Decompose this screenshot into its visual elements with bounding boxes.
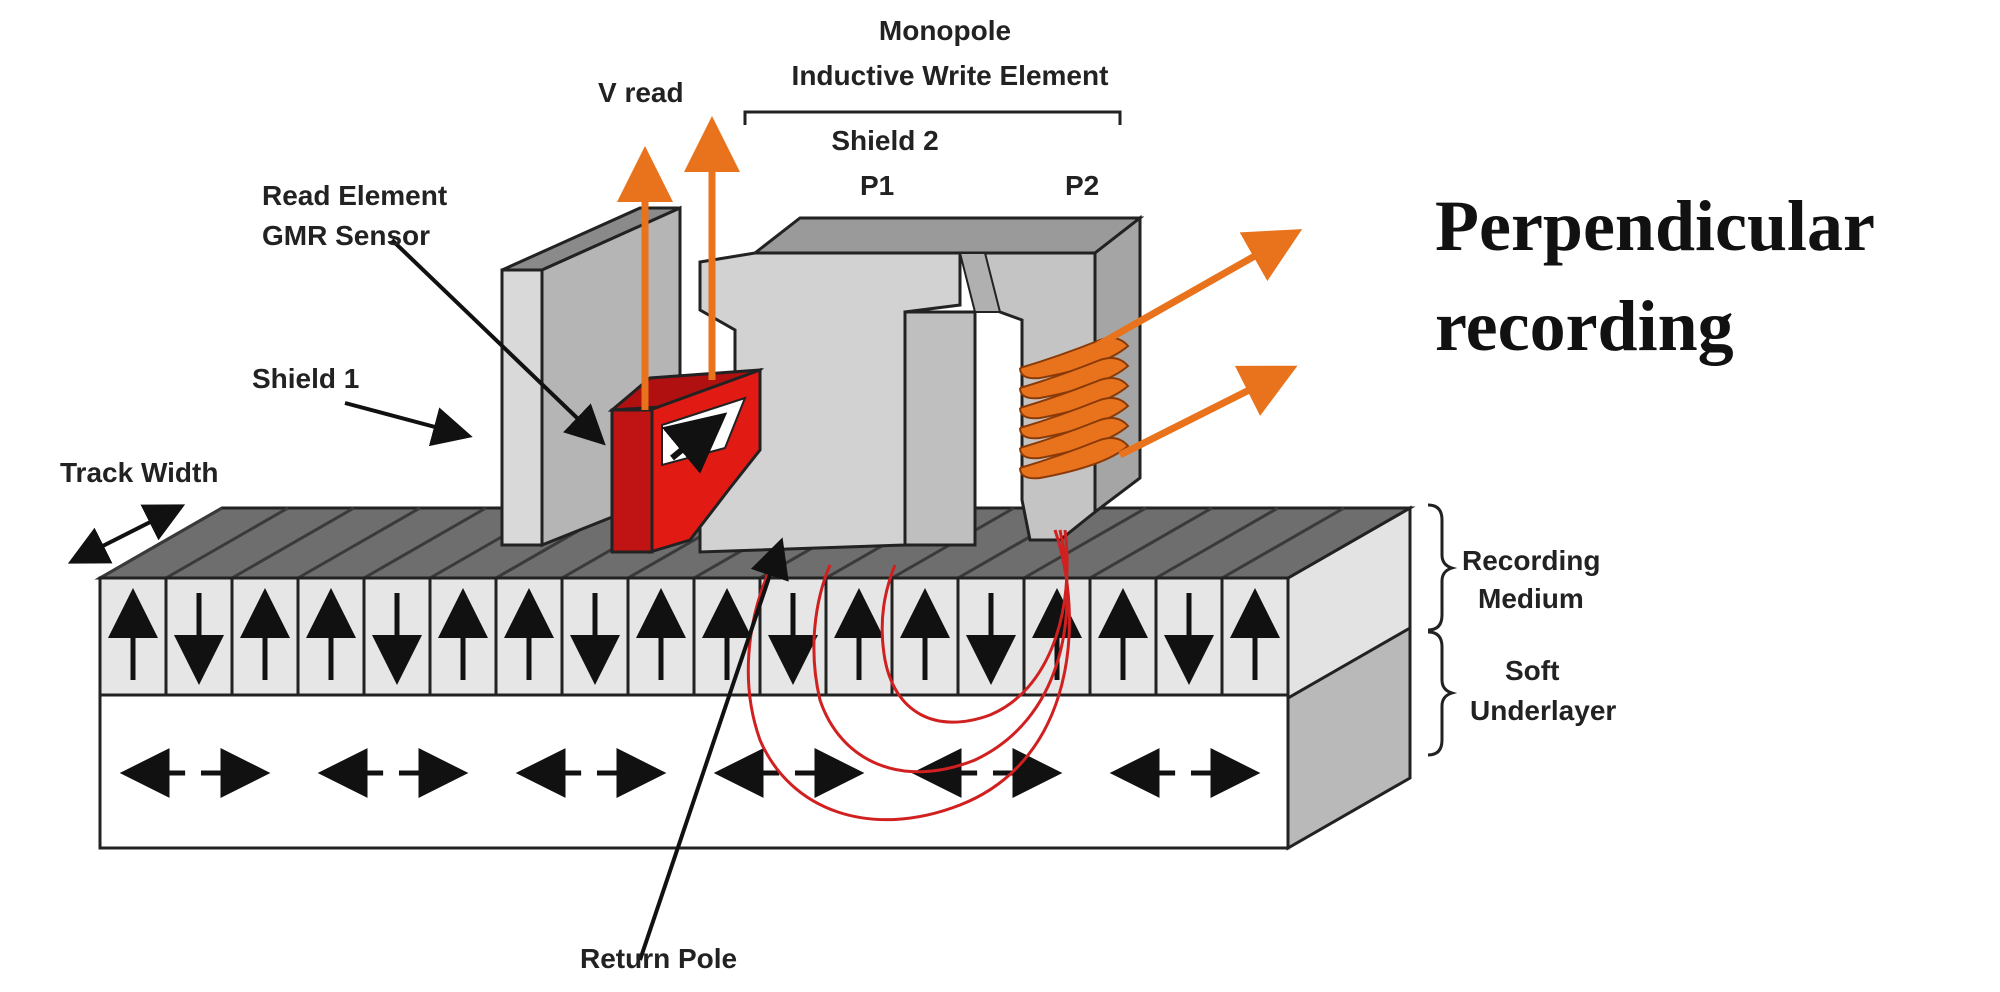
medium-bit	[956, 576, 1026, 697]
track-stripe	[297, 506, 421, 580]
medium-bit	[1220, 576, 1290, 697]
label-soft: Soft	[1505, 655, 1559, 686]
track-stripe	[363, 506, 487, 580]
medium-bit	[230, 576, 300, 697]
coil-turn	[1019, 437, 1130, 480]
label-inductive-write-element: Inductive Write Element	[792, 60, 1109, 91]
right-braces	[1427, 503, 1458, 757]
medium-bit	[98, 576, 168, 697]
label-p1: P1	[860, 170, 894, 201]
diagram-title: Perpendicular recording	[1435, 186, 1875, 366]
title-line-2: recording	[1435, 286, 1734, 366]
coil-turn	[1019, 377, 1130, 420]
medium-bit	[1088, 576, 1158, 697]
medium-bit	[626, 576, 696, 697]
track-stripe	[1155, 506, 1279, 580]
track-stripe	[165, 506, 289, 580]
labels: Monopole Inductive Write Element V read …	[60, 15, 1616, 974]
medium-bits	[98, 576, 1290, 697]
v-read-leads	[617, 116, 740, 410]
write-element-bracket	[743, 110, 1122, 125]
medium-bit	[428, 576, 498, 697]
medium-bit	[890, 576, 960, 697]
label-recording: Recording	[1462, 545, 1600, 576]
medium-bit	[560, 576, 630, 697]
label-read-element: Read Element	[262, 180, 447, 211]
medium-bit	[362, 576, 432, 697]
read-element-gmr-sensor	[607, 367, 765, 555]
medium-bit	[296, 576, 366, 697]
label-gmr-sensor: GMR Sensor	[262, 220, 430, 251]
label-shield-1: Shield 1	[252, 363, 359, 394]
coil-lead	[1118, 365, 1298, 459]
coil-lead	[1096, 229, 1303, 349]
medium-bit	[164, 576, 234, 697]
coil-turn	[1019, 397, 1130, 440]
track-stripe	[1023, 506, 1147, 580]
label-medium: Medium	[1478, 583, 1584, 614]
medium-bit	[494, 576, 564, 697]
medium-bit	[1154, 576, 1224, 697]
label-return-pole: Return Pole	[580, 943, 737, 974]
track-stripe	[231, 506, 355, 580]
label-shield-2: Shield 2	[831, 125, 938, 156]
label-monopole: Monopole	[879, 15, 1011, 46]
label-p2: P2	[1065, 170, 1099, 201]
label-underlayer: Underlayer	[1470, 695, 1616, 726]
soft-underlayer-block	[98, 555, 1412, 851]
title-line-1: Perpendicular	[1435, 186, 1875, 266]
medium-bit	[1022, 576, 1092, 697]
coil-turn	[1019, 357, 1130, 400]
flux-lines	[746, 529, 1071, 822]
coil-turn	[1019, 417, 1130, 460]
write-coil	[1019, 229, 1303, 480]
track-stripe	[1089, 506, 1213, 580]
pointer-arrows	[67, 238, 789, 961]
coil-turn	[1019, 337, 1130, 380]
track-stripe	[1221, 506, 1345, 580]
label-track-width: Track Width	[60, 457, 218, 488]
label-v-read: V read	[598, 77, 684, 108]
